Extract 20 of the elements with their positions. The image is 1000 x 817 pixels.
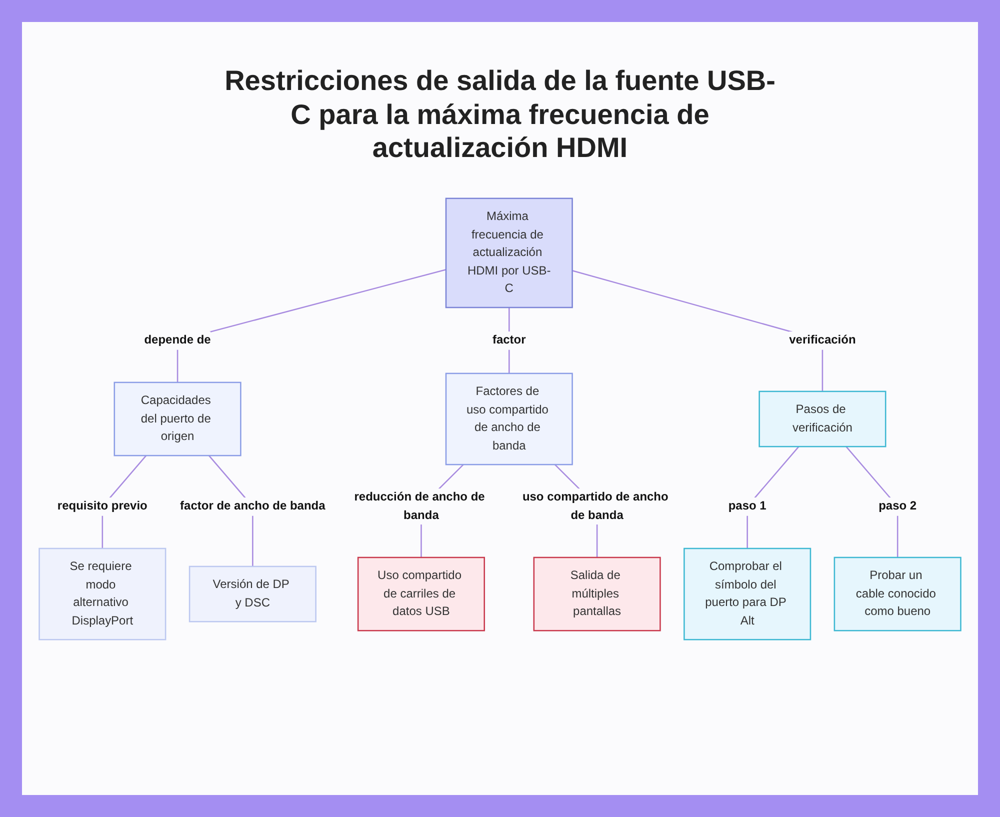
node-box: Pasos de verificación <box>758 390 886 448</box>
edge-label: paso 2 <box>878 499 917 513</box>
node-box: Comprobar el símbolo del puerto para DP Alt <box>684 548 812 640</box>
node-box: Máxima frecuencia de actualización HDMI por USB-C <box>445 198 573 308</box>
node-box: Salida de múltiples pantallas <box>533 556 661 632</box>
diagram-title: Restricciones de salida de la fuente USB-C para la máxima frecuencia de actualización HDMI <box>224 64 776 165</box>
node-box: Probar un cable conocido como bueno <box>834 556 962 632</box>
node-box: Uso compartido de carriles de datos USB <box>357 556 485 632</box>
edge-label: uso compartido de ancho de banda <box>522 490 668 522</box>
node-box: Factores de uso compartido de ancho de banda <box>445 372 573 466</box>
node-box: Versión de DP y DSC <box>188 566 316 622</box>
edge-label: paso 1 <box>728 499 766 513</box>
edge-label: depende de <box>144 333 211 347</box>
edge-label: verificación <box>789 333 856 347</box>
node-box: Se requiere modo alternativo DisplayPort <box>38 548 166 640</box>
edge-label: factor <box>492 333 526 347</box>
node-box: Capacidades del puerto de origen <box>114 382 242 456</box>
edge-label: reducción de ancho de banda <box>354 490 485 522</box>
edge-label: requisito previo <box>57 499 148 513</box>
edge-label: factor de ancho de banda <box>180 499 326 513</box>
